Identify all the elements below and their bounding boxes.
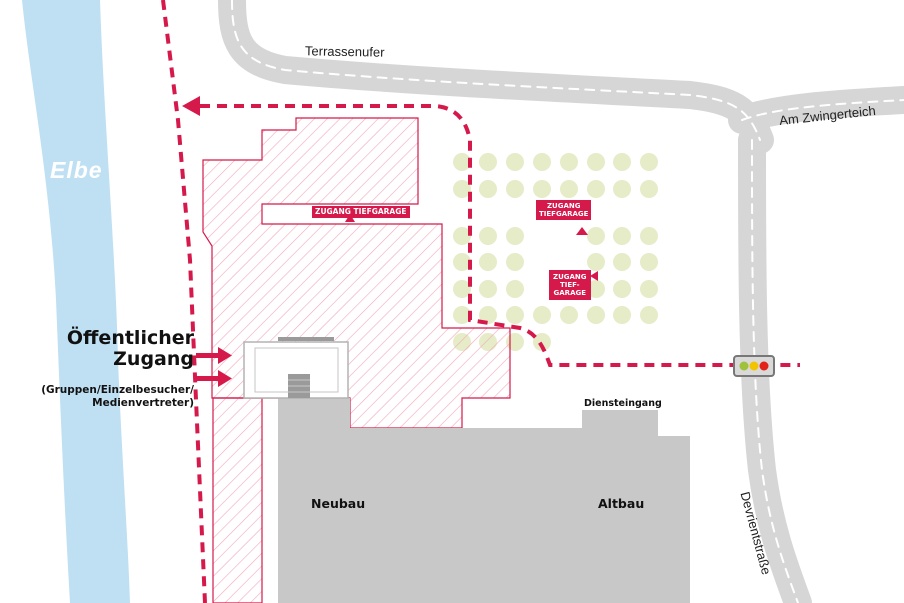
- arrow-left-icon: [182, 96, 200, 116]
- tree-grid: [453, 153, 658, 351]
- tree: [587, 227, 605, 245]
- roads: [218, 0, 904, 603]
- path-west: [161, 0, 207, 603]
- tree: [560, 153, 578, 171]
- tree: [613, 227, 631, 245]
- tree: [506, 306, 524, 324]
- tree: [479, 253, 497, 271]
- tree: [453, 180, 471, 198]
- tree: [587, 306, 605, 324]
- tree: [613, 253, 631, 271]
- buildings: [243, 337, 690, 603]
- tree: [640, 227, 658, 245]
- traffic-light-icon: [733, 355, 775, 377]
- tree: [640, 306, 658, 324]
- garage-entrance-tag: ZUGANG TIEFGARAGE: [536, 200, 592, 220]
- public-access-subtitle-line2: Medienvertreter): [92, 397, 194, 409]
- street-label-terrassenufer: Terrassenufer: [304, 43, 385, 60]
- tree: [506, 280, 524, 298]
- tree: [453, 153, 471, 171]
- tree: [613, 180, 631, 198]
- hatched-area-strip: [212, 397, 263, 603]
- building-label-altbau: Altbau: [598, 496, 645, 511]
- tree: [560, 306, 578, 324]
- tree: [587, 180, 605, 198]
- path-north: [200, 104, 800, 367]
- tree: [533, 153, 551, 171]
- tree: [613, 153, 631, 171]
- tree: [640, 180, 658, 198]
- tree: [587, 253, 605, 271]
- access-paths: [161, 0, 800, 603]
- tree: [479, 306, 497, 324]
- tree: [453, 280, 471, 298]
- tree: [453, 227, 471, 245]
- public-access-title-line2: Zugang: [113, 348, 194, 370]
- public-entrance-arrows: [196, 347, 232, 387]
- tree: [533, 333, 551, 351]
- tree: [640, 153, 658, 171]
- tree: [506, 253, 524, 271]
- tree: [479, 180, 497, 198]
- public-access-subtitle-line1: (Gruppen/Einzelbesucher/: [41, 384, 194, 396]
- garage-marker-arrow: [576, 227, 588, 235]
- river-elbe: [22, 0, 130, 603]
- garage-marker-arrow: [590, 271, 598, 281]
- garage-entrance-tag: ZUGANG TIEFGARAGE: [312, 206, 410, 218]
- public-access-subtitle: (Gruppen/Einzelbesucher/ Medienvertreter…: [41, 384, 194, 410]
- tree: [587, 280, 605, 298]
- arrow-right-icon: [196, 370, 232, 387]
- tree: [479, 280, 497, 298]
- tree: [479, 227, 497, 245]
- garage-entrance-tag: ZUGANG TIEF- GARAGE: [549, 270, 591, 300]
- tree: [613, 306, 631, 324]
- public-access-title: Öffentlicher Zugang: [67, 328, 194, 370]
- garage-marker-arrow: [345, 214, 355, 222]
- tree: [506, 227, 524, 245]
- building-label-neubau: Neubau: [311, 496, 366, 511]
- tree: [506, 180, 524, 198]
- tree: [453, 253, 471, 271]
- tree: [453, 306, 471, 324]
- tree: [587, 153, 605, 171]
- building-museum: [278, 398, 690, 603]
- tree: [533, 306, 551, 324]
- tree: [533, 180, 551, 198]
- river-label: Elbe: [50, 157, 103, 183]
- tree: [640, 253, 658, 271]
- tree: [560, 180, 578, 198]
- tree: [613, 280, 631, 298]
- tree: [506, 153, 524, 171]
- tree: [640, 280, 658, 298]
- service-entrance-label: Diensteingang: [584, 398, 662, 409]
- public-access-title-line1: Öffentlicher: [66, 327, 194, 349]
- tree: [479, 153, 497, 171]
- arrow-right-icon: [196, 347, 232, 364]
